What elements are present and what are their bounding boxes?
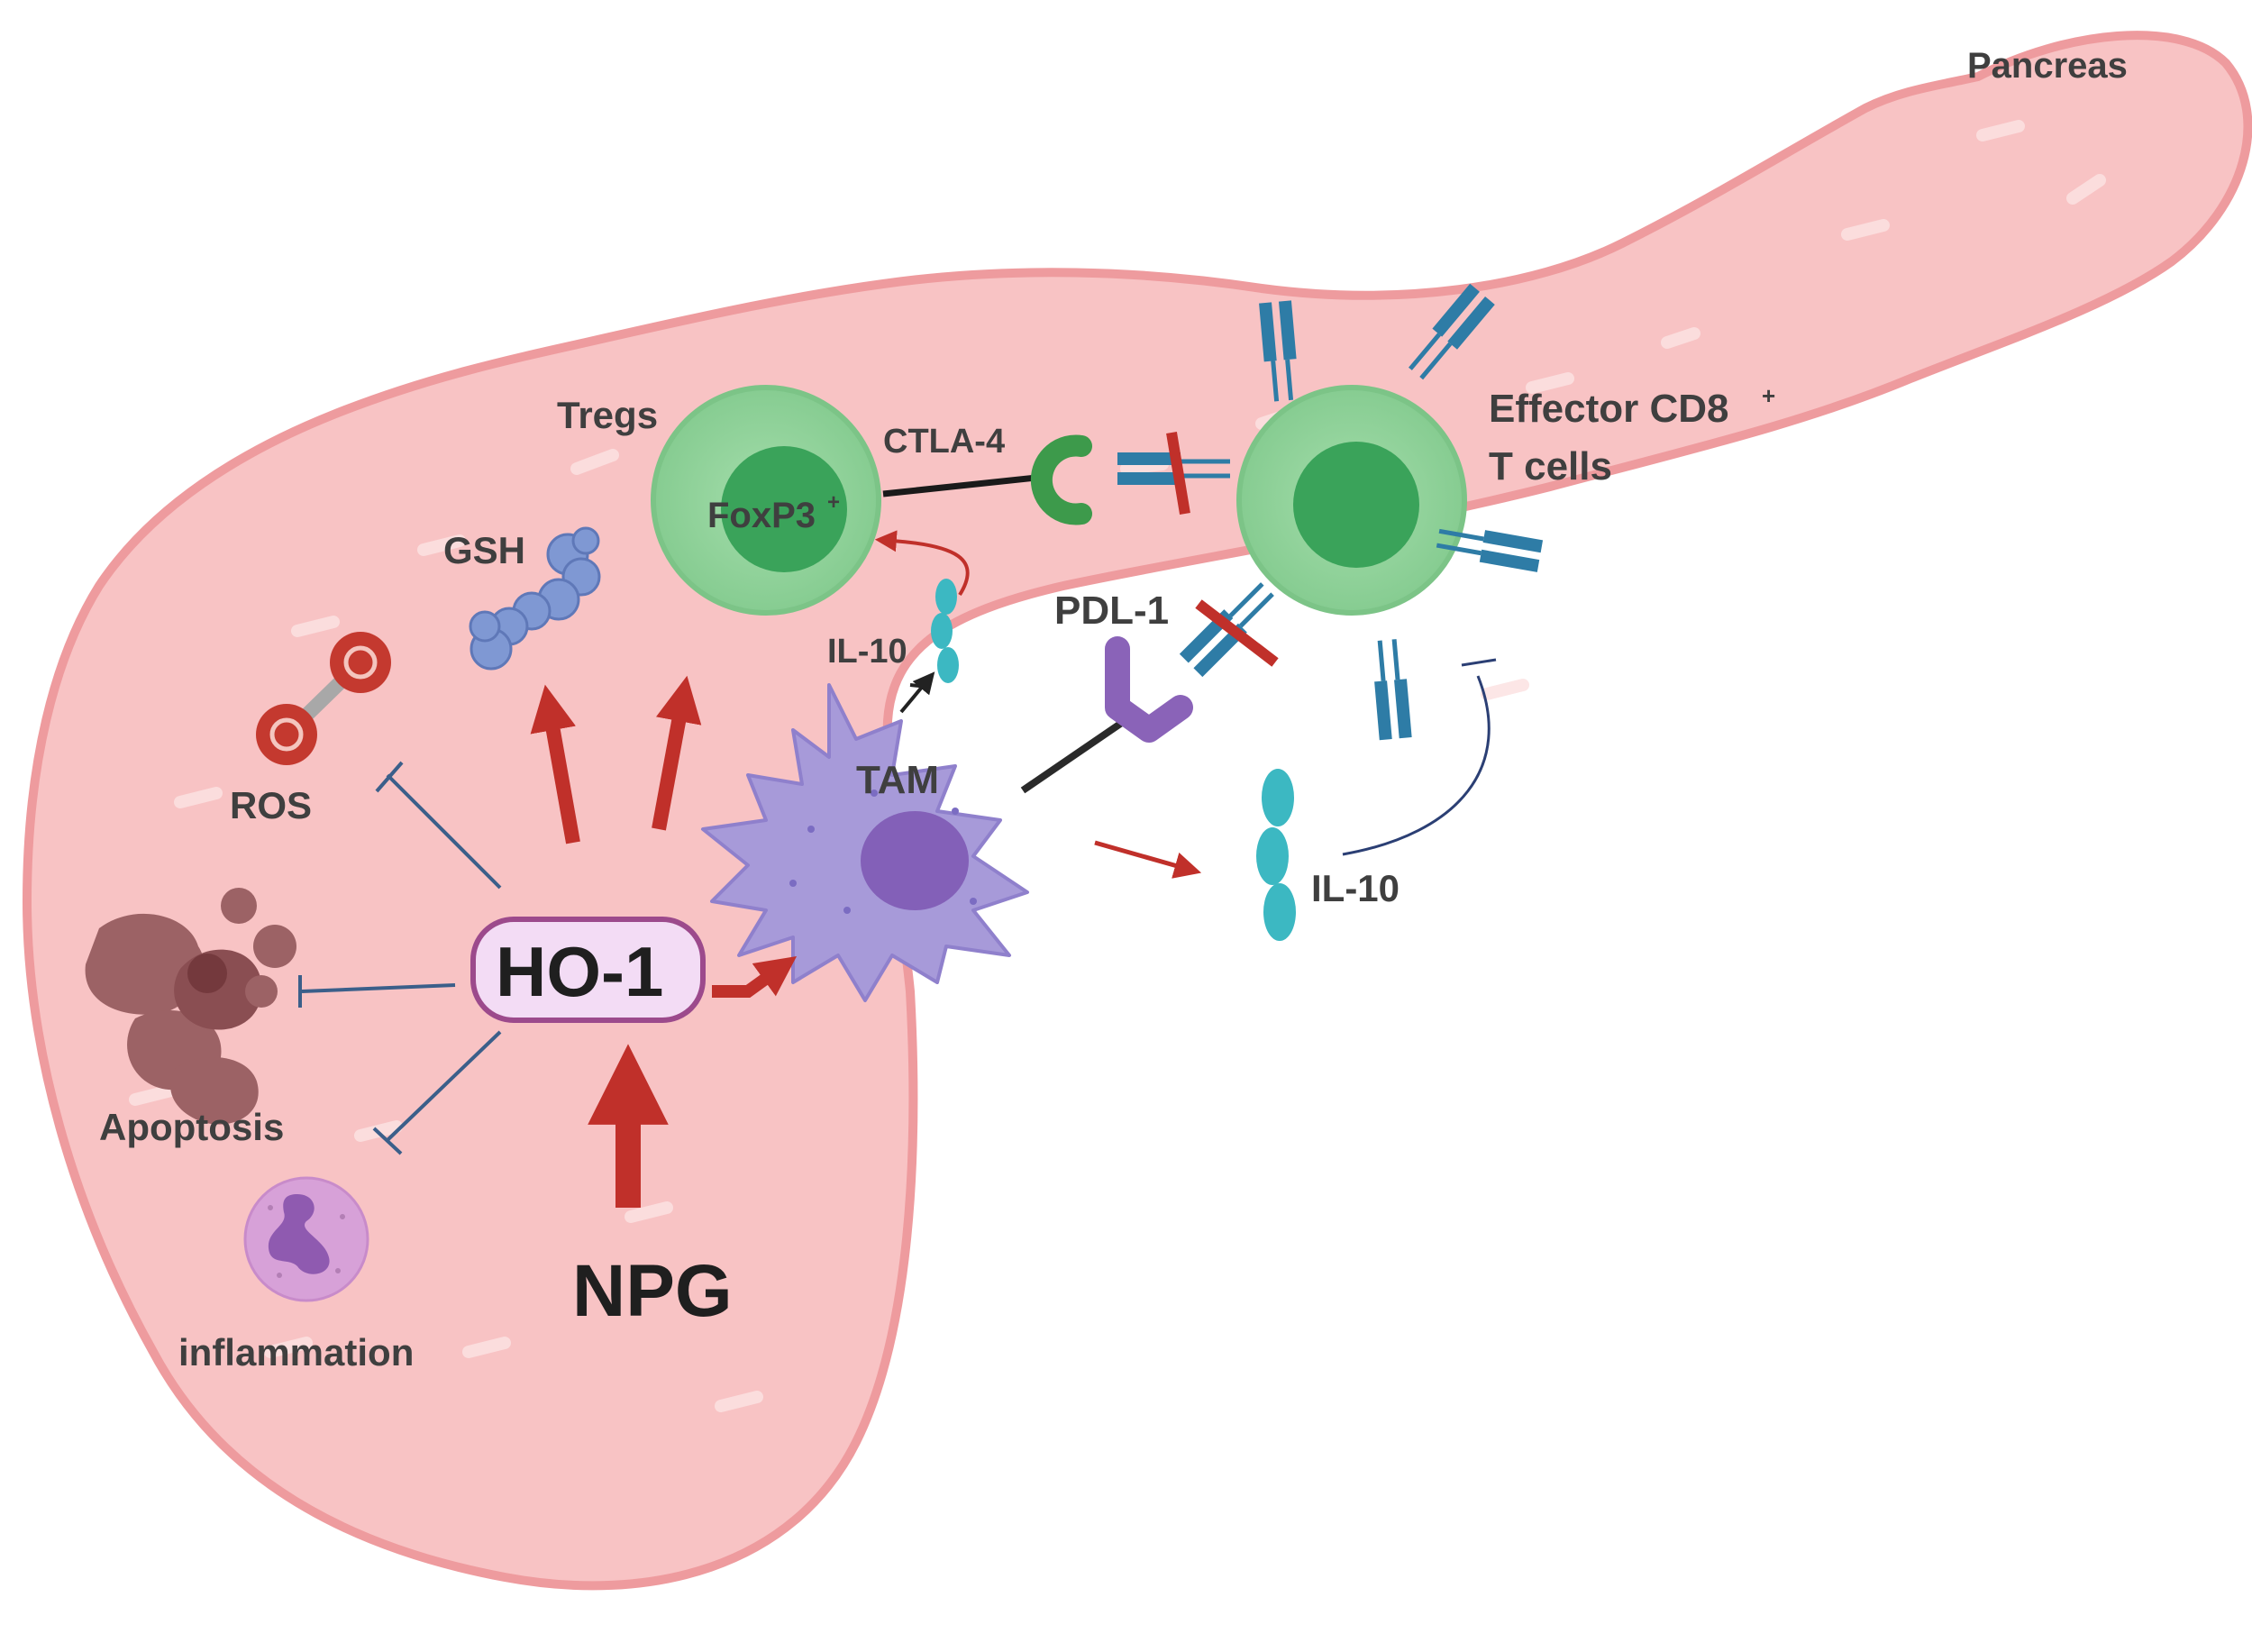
neutrophil-icon xyxy=(243,1176,369,1302)
il10-inhibits-tcell-line xyxy=(1342,675,1491,856)
tam-secretes-il10-arrow xyxy=(899,671,935,714)
pancreas-organ xyxy=(23,31,2252,1591)
tam-cell-icon xyxy=(701,683,1029,1002)
tregs-label: Tregs xyxy=(557,394,658,436)
inhibition-lines xyxy=(298,761,502,1155)
apoptotic-cell-icon xyxy=(85,888,296,1125)
il10-right-label: IL-10 xyxy=(1311,867,1400,909)
pdl1-stalk xyxy=(1020,713,1134,794)
foxp3-superscript: + xyxy=(827,490,840,515)
apoptosis-label: Apoptosis xyxy=(99,1106,284,1148)
pancreas-label: Pancreas xyxy=(1967,46,2128,86)
ho1-node xyxy=(470,917,706,1023)
cd8-t-cell-icon xyxy=(1236,385,1467,616)
ctla4-receptor-icon xyxy=(1030,434,1092,525)
foxp3-label: FoxP3 xyxy=(707,496,816,535)
il10-top-label: IL-10 xyxy=(827,633,907,671)
ctla4-label: CTLA-4 xyxy=(883,423,1005,461)
effector-label-line1: Effector CD8 xyxy=(1489,387,1729,431)
inflammation-label: inflammation xyxy=(178,1331,414,1374)
npg-label: NPG xyxy=(572,1250,733,1332)
ctla4-stalk xyxy=(882,474,1037,497)
gsh-peptide-icon xyxy=(469,526,601,671)
il10-to-treg-arrow xyxy=(874,530,970,597)
il10-cytokine-icon xyxy=(931,579,959,683)
effector-superscript: + xyxy=(1762,382,1775,409)
tam-label: TAM xyxy=(856,758,939,802)
pdl1-block-bar xyxy=(1195,599,1279,667)
tissue-texture xyxy=(129,120,2106,1412)
activation-arrows xyxy=(530,675,798,1208)
treg-cell-icon xyxy=(651,385,881,616)
tam-to-il10-arrow xyxy=(909,683,929,689)
ros-label: ROS xyxy=(230,784,312,826)
tam-to-il10-right-arrow xyxy=(1094,840,1202,879)
pdl1-ligand-icon xyxy=(1105,636,1193,743)
ros-molecule-icon xyxy=(256,632,391,765)
ho1-label: HO-1 xyxy=(496,932,663,1011)
ctla4-block-bar xyxy=(1166,432,1190,515)
gsh-label: GSH xyxy=(443,529,525,571)
il10-inhibits-tcell-bar xyxy=(1461,658,1497,667)
effector-label-line2: T cells xyxy=(1489,444,1612,488)
il10-cytokine-right-icon xyxy=(1256,769,1296,941)
pdl1-label: PDL-1 xyxy=(1054,589,1169,633)
